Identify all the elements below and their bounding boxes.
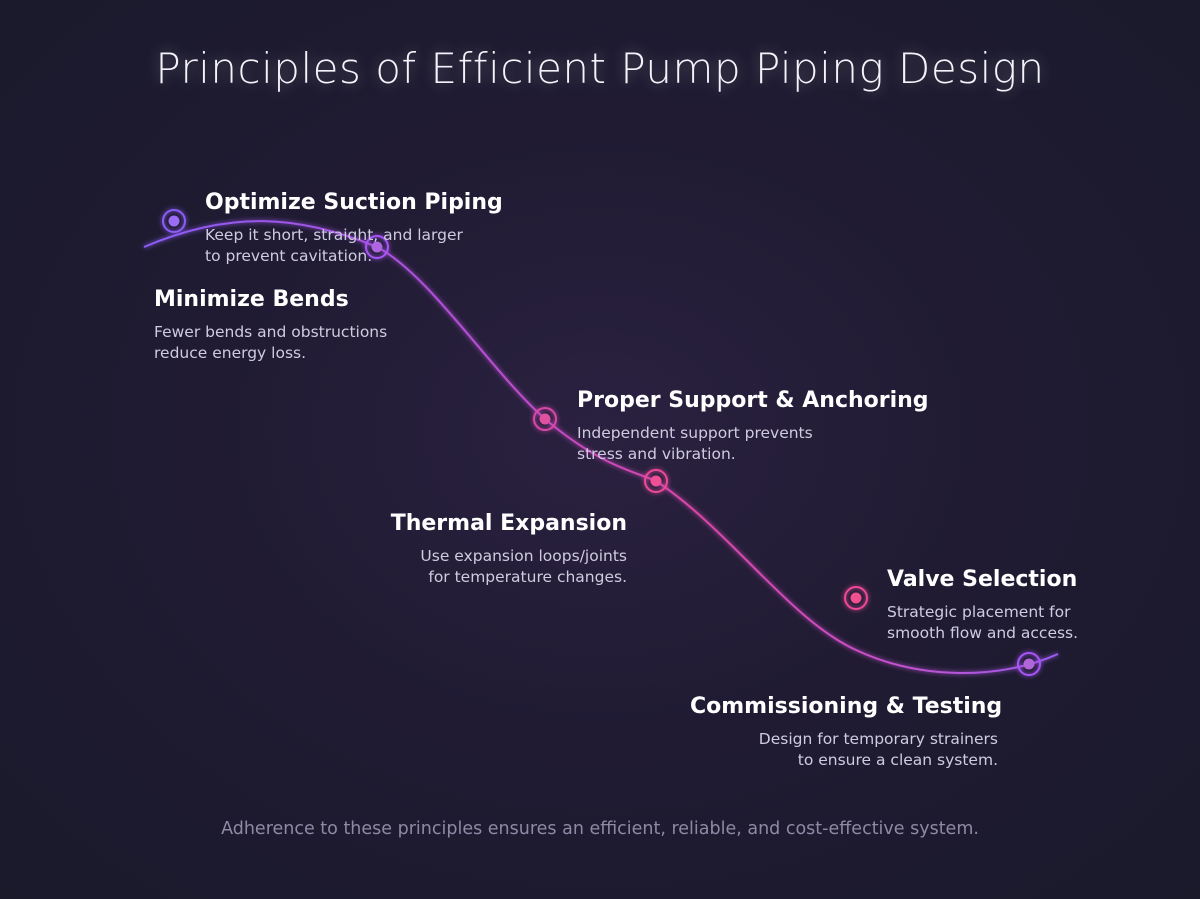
step-title: Minimize Bends [154,287,349,312]
node-marker-6 [1017,652,1041,676]
step-title: Proper Support & Anchoring [577,388,929,413]
node-marker-3 [533,407,557,431]
step-title: Commissioning & Testing [690,694,1003,719]
node-marker-2 [365,235,389,259]
node-marker-4 [644,469,668,493]
step-title: Valve Selection [887,567,1078,592]
node-marker-5 [844,586,868,610]
step-support-anchoring: Proper Support & Anchoring Independent s… [577,388,929,465]
step-title: Optimize Suction Piping [205,190,503,215]
node-marker-1 [162,209,186,233]
footer-summary: Adherence to these principles ensures an… [221,819,979,839]
step-description: Keep it short, straight, and larger to p… [205,226,463,265]
step-description: Independent support prevents stress and … [577,424,813,463]
step-thermal-expansion: Thermal Expansion Use expansion loops/jo… [380,511,627,588]
step-valve-selection: Valve Selection Strategic placement for … [887,567,1078,644]
step-description: Design for temporary strainers to ensure… [758,730,998,769]
step-optimize-suction: Optimize Suction Piping Keep it short, s… [205,190,503,267]
step-commissioning-testing: Commissioning & Testing Design for tempo… [690,694,1003,771]
pipe-flow-path [143,220,1059,675]
step-title: Thermal Expansion [390,511,627,536]
page-title: Principles of Efficient Pump Piping Desi… [155,44,1045,93]
step-minimize-bends: Minimize Bends Fewer bends and obstructi… [154,287,387,364]
step-description: Use expansion loops/joints for temperatu… [420,547,627,586]
step-description: Fewer bends and obstructions reduce ener… [154,323,388,362]
step-description: Strategic placement for smooth flow and … [887,603,1079,642]
